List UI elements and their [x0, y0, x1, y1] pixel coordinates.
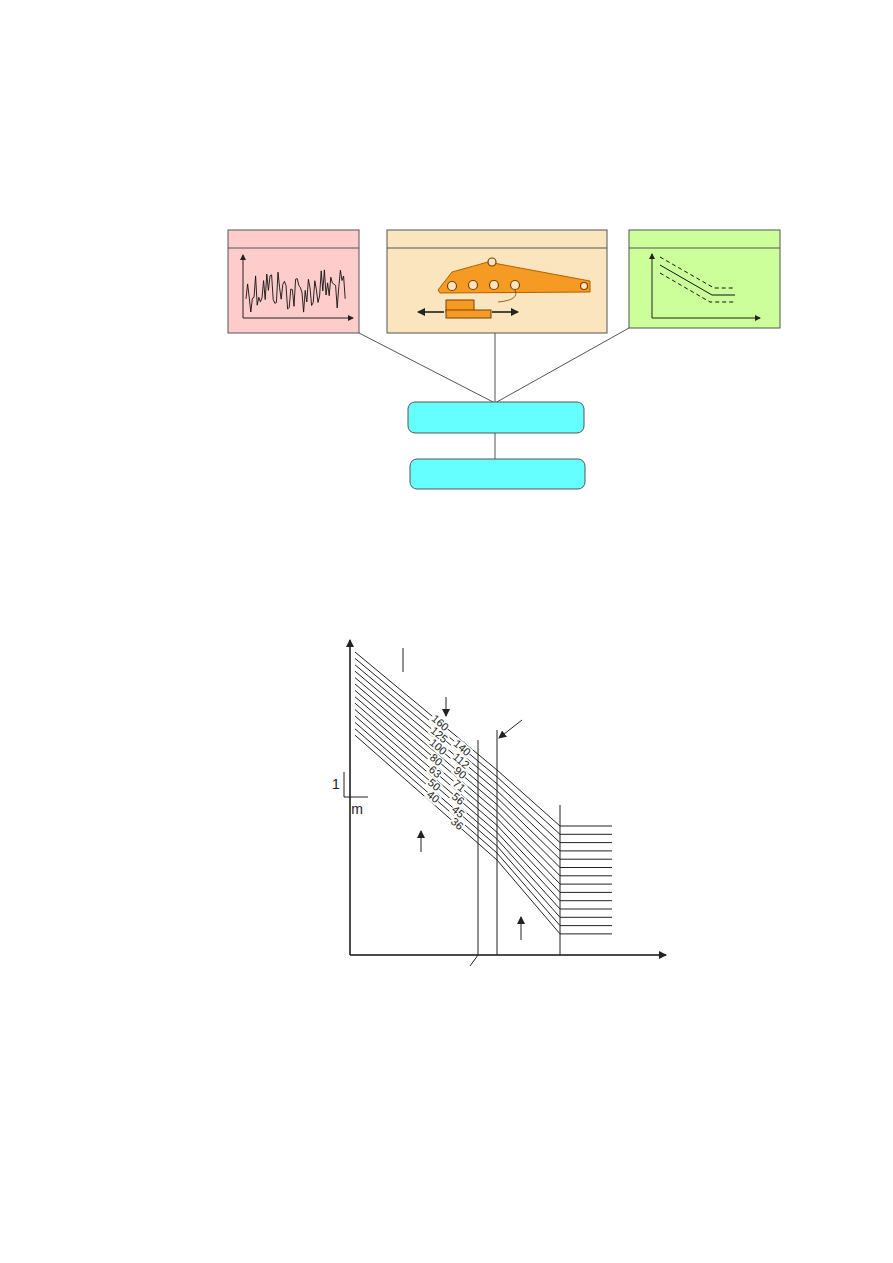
slope-triangle — [344, 772, 368, 797]
reference-line — [560, 805, 561, 955]
joint-detail — [446, 310, 491, 318]
structure-panel — [387, 230, 607, 333]
leader-arrow — [421, 831, 422, 852]
leader-line — [470, 955, 478, 966]
flow-line — [495, 328, 629, 403]
process-box — [410, 459, 585, 489]
fatigue-curve — [355, 703, 612, 892]
fatigue-curve — [355, 678, 612, 860]
flow-lines — [359, 328, 629, 459]
fatigue-curve — [355, 658, 612, 834]
fatigue-curve — [355, 697, 612, 884]
fatigue-curve — [355, 710, 612, 901]
axis — [243, 318, 353, 319]
fatigue-curve — [355, 665, 612, 843]
process-box — [408, 402, 584, 433]
panel-header-line — [629, 248, 780, 249]
fatigue-curve — [355, 684, 612, 868]
panel-box — [228, 230, 359, 333]
axis — [243, 255, 244, 318]
axis — [350, 954, 666, 956]
reference-line — [478, 740, 479, 955]
detail-leader — [498, 290, 516, 302]
leader-line — [403, 648, 404, 672]
slope-label: m — [351, 802, 363, 816]
sn-scatter-band — [660, 273, 735, 302]
force-arrow — [418, 311, 444, 313]
fatigue-curve — [355, 735, 612, 934]
sn-panel — [629, 230, 780, 328]
sn-scatter-band — [660, 257, 735, 288]
leader-arrow — [521, 917, 522, 940]
panel-box — [387, 230, 607, 333]
fatigue-curve — [355, 722, 612, 917]
reference-lines — [344, 648, 560, 966]
axis — [652, 318, 760, 319]
leader-arrow — [446, 697, 447, 716]
flow-line — [359, 333, 495, 403]
axis — [652, 254, 653, 318]
leader-arrow — [499, 720, 522, 738]
sn-curve — [660, 265, 735, 295]
panel-header-line — [228, 248, 359, 249]
chart-axes — [350, 640, 666, 955]
fatigue-curve — [355, 671, 612, 851]
fatigue-curves — [355, 652, 612, 934]
boom-structure — [438, 262, 590, 293]
flow-line — [495, 333, 496, 403]
slope-label: 1 — [332, 777, 340, 791]
panel-box — [629, 230, 780, 328]
fatigue-curve — [355, 716, 612, 909]
load-signal — [246, 270, 345, 312]
fatigue-curve — [355, 729, 612, 926]
reference-line — [497, 730, 498, 955]
pin-joints — [448, 258, 588, 291]
panel-header-line — [387, 248, 607, 249]
load-panel — [228, 230, 359, 333]
force-arrow — [492, 311, 518, 313]
flow-line — [495, 433, 496, 459]
